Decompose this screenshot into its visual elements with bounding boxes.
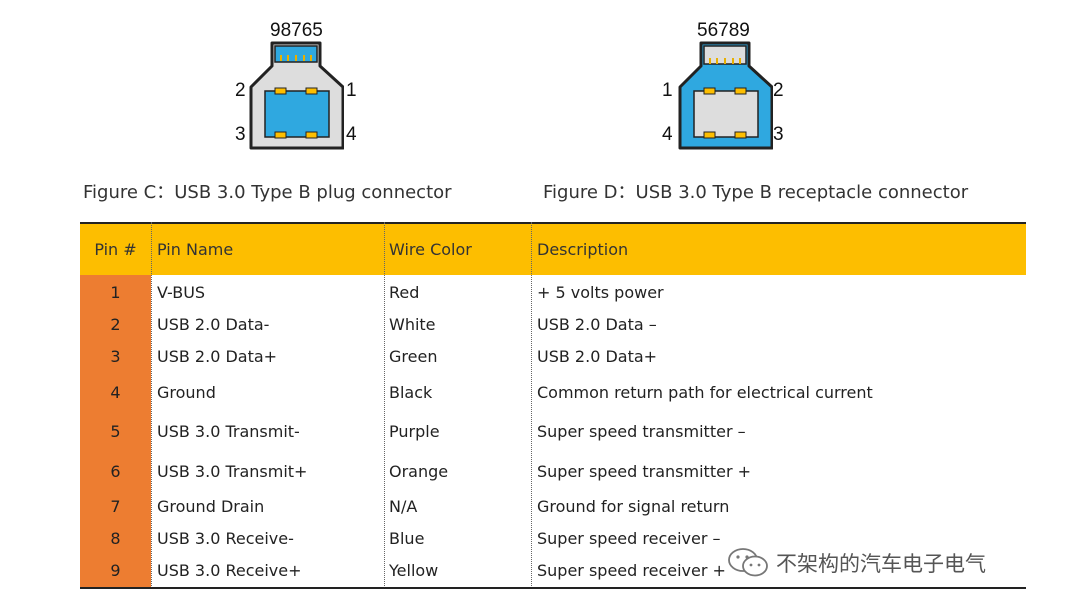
plug-pin-left-upper: 2: [235, 80, 246, 101]
pin-number-column: [80, 275, 151, 588]
pin-number: 1: [110, 283, 121, 302]
wire-color: Blue: [389, 529, 425, 548]
header-wire-color: Wire Color: [389, 240, 472, 259]
pin-number: 3: [110, 347, 121, 366]
receptacle-pin-right-lower: 3: [773, 124, 784, 145]
column-divider: [531, 222, 532, 588]
receptacle-caption: Figure D：USB 3.0 Type B receptacle conne…: [543, 182, 969, 203]
column-divider: [151, 222, 152, 588]
pin-name: Ground: [157, 383, 216, 402]
plug-pin-right-upper: 1: [346, 80, 357, 101]
table-header: Pin # Pin Name Wire Color Description: [80, 222, 1026, 275]
watermark-text: 不架构的汽车电子电气: [776, 552, 986, 576]
pin-description: Super speed receiver –: [537, 529, 721, 548]
wire-color: N/A: [389, 497, 418, 516]
pin-name: USB 2.0 Data+: [157, 347, 278, 366]
pin-description: + 5 volts power: [537, 283, 664, 302]
receptacle-pin-left-upper: 1: [662, 80, 673, 101]
header-pin-name: Pin Name: [157, 240, 234, 259]
plug-pin-right-lower: 4: [346, 124, 357, 145]
receptacle-top-pins-label: 56789: [697, 20, 750, 41]
pin-description: Common return path for electrical curren…: [537, 383, 873, 402]
pin-name: USB 2.0 Data-: [157, 315, 270, 334]
watermark: 不架构的汽车电子电气: [724, 545, 1054, 579]
pin-name: Ground Drain: [157, 497, 265, 516]
receptacle-pin-right-upper: 2: [773, 80, 784, 101]
pin-name: USB 3.0 Transmit+: [157, 462, 308, 481]
wire-color: Green: [389, 347, 438, 366]
plug-top-pins-label: 98765: [270, 20, 323, 41]
pin-number: 5: [110, 422, 121, 441]
plug-pin-left-lower: 3: [235, 124, 246, 145]
pin-description: Super speed transmitter –: [537, 422, 746, 441]
header-description: Description: [537, 240, 629, 259]
pin-description: USB 2.0 Data –: [537, 315, 657, 334]
pin-description: USB 2.0 Data+: [537, 347, 658, 366]
column-divider: [384, 222, 385, 588]
pin-name: V-BUS: [157, 283, 206, 302]
pin-number: 6: [110, 462, 121, 481]
wire-color: Red: [389, 283, 420, 302]
pin-description: Super speed receiver +: [537, 561, 726, 580]
plug-caption: Figure C：USB 3.0 Type B plug connector: [83, 182, 452, 203]
pin-name: USB 3.0 Transmit-: [157, 422, 300, 441]
pin-number: 2: [110, 315, 121, 334]
table-bottom-rule: [80, 587, 1026, 589]
plug-connector-drawing: [249, 41, 344, 150]
wire-color: Black: [389, 383, 433, 402]
pin-number: 7: [110, 497, 121, 516]
pin-description: Ground for signal return: [537, 497, 730, 516]
header-pin: Pin #: [94, 240, 137, 259]
receptacle-connector-drawing: [678, 41, 773, 150]
pin-number: 9: [110, 561, 121, 580]
pin-name: USB 3.0 Receive+: [157, 561, 302, 580]
pin-number: 8: [110, 529, 121, 548]
wire-color: White: [389, 315, 436, 334]
wechat-icon: [728, 548, 768, 577]
receptacle-pin-left-lower: 4: [662, 124, 673, 145]
pin-number: 4: [110, 383, 121, 402]
pin-name: USB 3.0 Receive-: [157, 529, 294, 548]
wire-color: Yellow: [389, 561, 439, 580]
pin-description: Super speed transmitter +: [537, 462, 752, 481]
wire-color: Purple: [389, 422, 440, 441]
wire-color: Orange: [389, 462, 449, 481]
